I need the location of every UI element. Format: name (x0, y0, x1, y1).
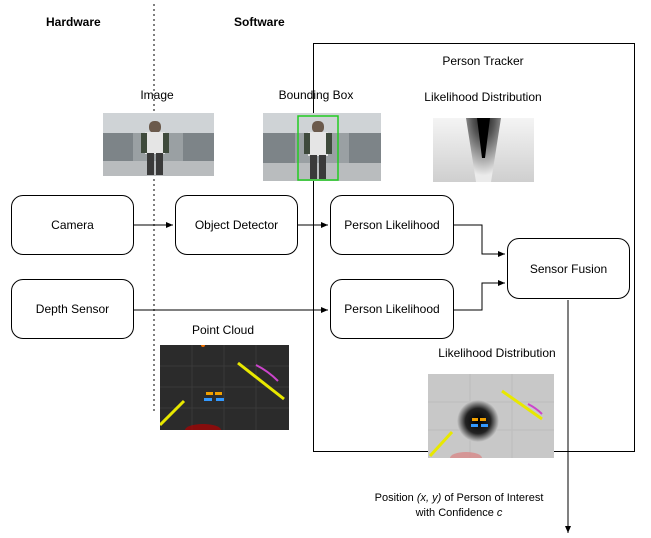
person-likelihood-bottom-label: Person Likelihood (344, 302, 440, 316)
person-tracker-title: Person Tracker (442, 54, 524, 68)
output-description: Position (x, y) of Person of Interest wi… (375, 491, 544, 521)
detection-bounding-box (297, 115, 339, 181)
person-likelihood-bottom-node: Person Likelihood (330, 279, 454, 339)
camera-node-label: Camera (51, 218, 94, 232)
arrow-likelihood-bottom-to-fusion (454, 280, 505, 311)
image-label: Image (140, 88, 174, 102)
bounding-box-image (263, 113, 381, 181)
camera-image (103, 113, 214, 176)
object-detector-node-label: Object Detector (194, 218, 279, 232)
output-confidence-variable: c (496, 507, 503, 519)
likelihood-distribution-top-label: Likelihood Distribution (424, 90, 542, 104)
object-detector-node: Object Detector (175, 195, 298, 255)
likelihood-distribution-bottom-image (428, 374, 554, 458)
sensor-fusion-node-label: Sensor Fusion (529, 261, 608, 276)
camera-node: Camera (11, 195, 134, 255)
sensor-fusion-node: Sensor Fusion (507, 238, 630, 299)
arrow-likelihood-top-to-fusion (454, 224, 505, 257)
depth-sensor-node: Depth Sensor (11, 279, 134, 339)
hardware-header: Hardware (46, 15, 101, 29)
person-likelihood-top-node: Person Likelihood (330, 195, 454, 255)
output-line1-prefix: Position (374, 492, 417, 504)
point-cloud-label: Point Cloud (191, 323, 255, 337)
likelihood-distribution-bottom-label: Likelihood Distribution (438, 346, 556, 360)
output-line1-suffix: of Person of Interest (441, 492, 544, 504)
software-header: Software (234, 15, 285, 29)
depth-sensor-node-label: Depth Sensor (35, 302, 110, 316)
point-cloud-image (160, 345, 289, 430)
person-likelihood-top-label: Person Likelihood (344, 218, 440, 232)
output-position-variable: (x, y) (416, 492, 442, 504)
bounding-box-label: Bounding Box (278, 88, 354, 102)
output-line2-prefix: with Confidence (415, 507, 497, 519)
likelihood-distribution-top-image (433, 118, 534, 182)
